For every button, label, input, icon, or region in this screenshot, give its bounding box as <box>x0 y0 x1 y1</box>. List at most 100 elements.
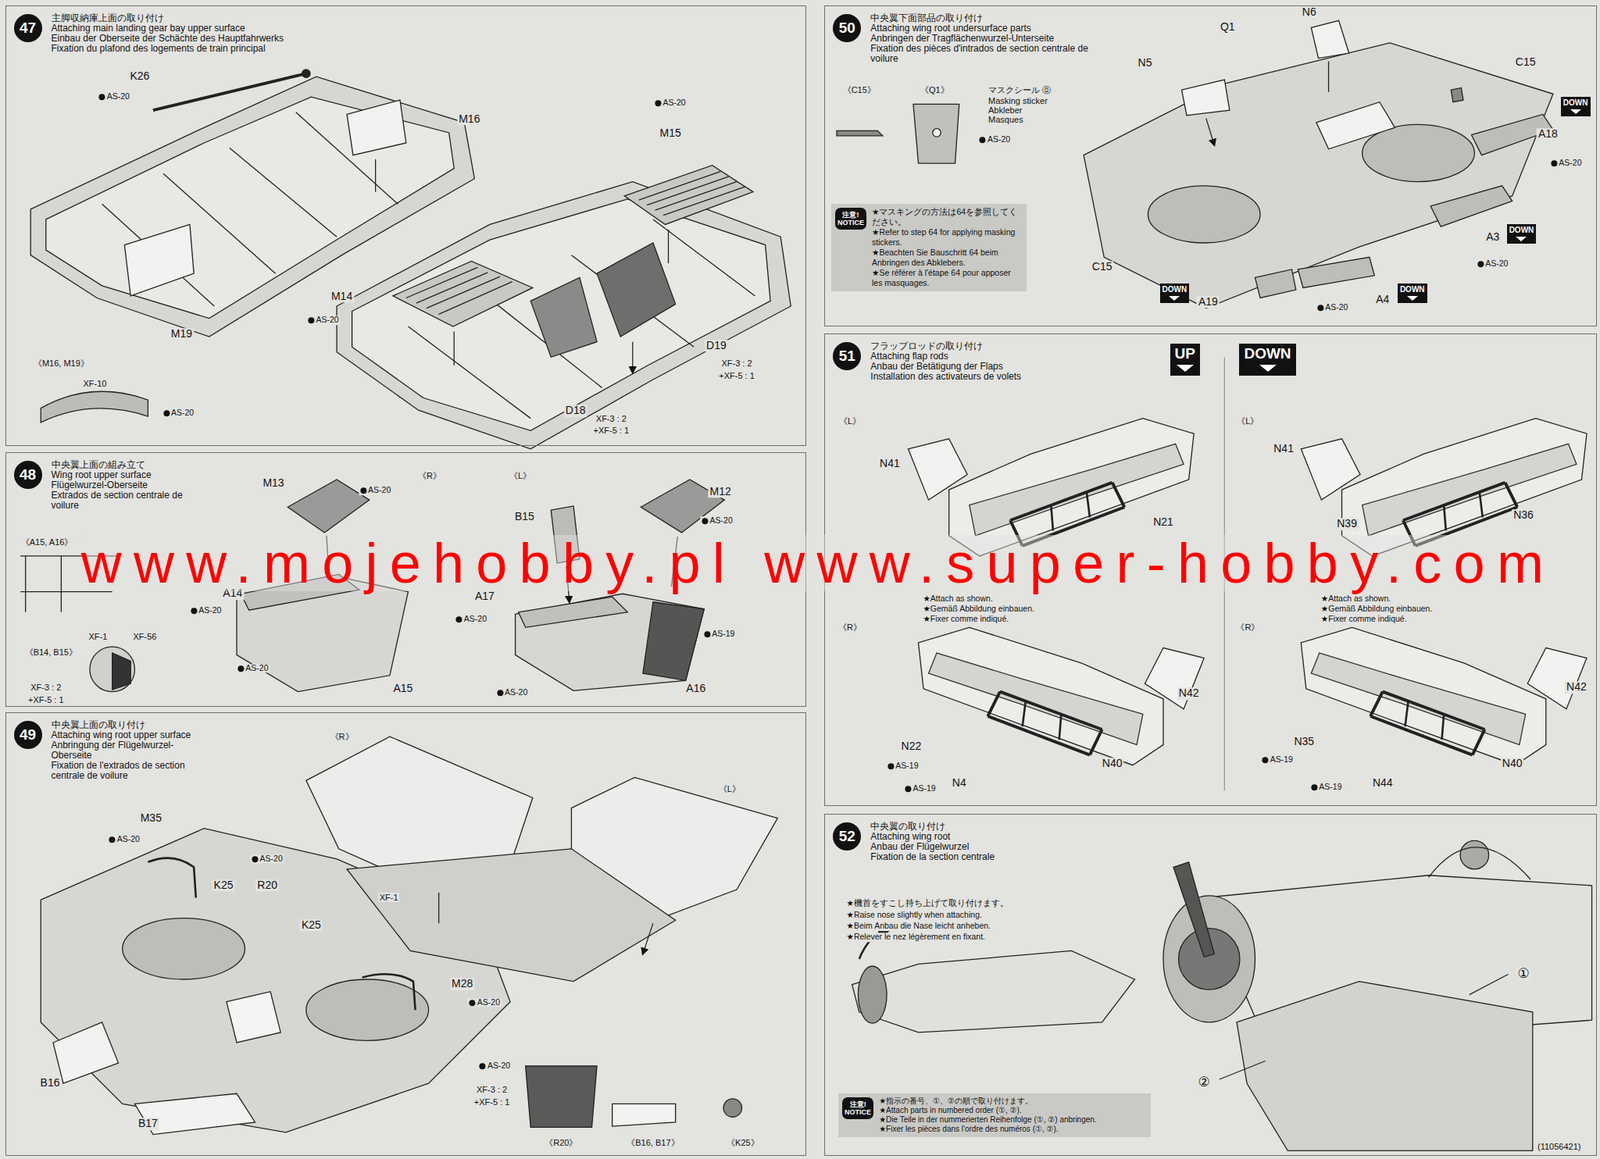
small-note: 《Q1》 <box>918 85 951 95</box>
part-number: N44 <box>1371 777 1395 790</box>
small-note: 《R》 <box>416 471 443 481</box>
paint-code: AS-19 <box>885 761 920 772</box>
small-note: (11056421) <box>1535 1142 1583 1152</box>
part-number: K25 <box>212 879 236 892</box>
paint-code: AS-20 <box>161 408 196 418</box>
step-title: Attaching wing root undersurface parts <box>870 23 1090 34</box>
instruction-note: ★Attach as shown. <box>1319 594 1393 604</box>
step-title: 中央翼上面の組み立て <box>51 460 189 471</box>
instruction-note: ★Beim Anbau die Nase leicht anheben. <box>844 921 993 932</box>
step-title: Attaching wing root <box>870 832 1050 843</box>
small-note: XF-3 : 2 <box>28 682 63 693</box>
part-outline <box>612 1103 676 1127</box>
part-outline <box>1206 60 1329 145</box>
part-number: A4 <box>1374 293 1391 306</box>
small-note: XF-56 <box>131 632 158 642</box>
paint-code: AS-20 <box>235 664 270 674</box>
paint-code: AS-19 <box>1260 755 1295 765</box>
part-number: M13 <box>260 477 286 490</box>
step-title: Fixation de l'extrados de section centra… <box>51 760 208 782</box>
step-number: 48 <box>14 460 43 490</box>
small-note: XF-10 <box>81 378 108 389</box>
part-outline <box>1255 269 1297 299</box>
part-outline <box>40 391 148 423</box>
paint-code: AS-20 <box>978 135 1012 145</box>
step-title: Attaching wing root upper surface <box>51 730 208 741</box>
small-note: +XF-5 : 1 <box>717 371 757 381</box>
flap-assembly <box>1300 627 1587 765</box>
part-recess <box>122 918 246 980</box>
part-recess <box>857 966 887 1024</box>
paint-code: AS-20 <box>358 485 393 496</box>
small-note: Abkleber <box>986 105 1024 115</box>
part-circle <box>89 646 135 692</box>
part-number: M28 <box>450 978 475 991</box>
step-title: Anbringen der Tragflächenwurzel-Untersei… <box>870 33 1090 44</box>
part-outline <box>362 974 416 1011</box>
badge-text: DOWN <box>1509 225 1535 235</box>
notice-text: ★Attach parts in numbered order (①, ②). <box>878 1106 1147 1116</box>
part-number: A16 <box>684 682 708 695</box>
part-number: N40 <box>1500 758 1525 771</box>
part-outline <box>596 242 676 337</box>
part-group <box>20 20 1592 1151</box>
paint-code: AS-19 <box>903 784 938 794</box>
part-outline <box>836 130 883 136</box>
step-title: Wing root upper surface <box>51 470 189 481</box>
badge-text: DOWN <box>1400 285 1425 294</box>
part-number: D19 <box>704 339 729 352</box>
paint-code: AS-20 <box>454 614 489 625</box>
part-number: A19 <box>1196 296 1220 308</box>
step-heading: 中央翼の取り付けAttaching wing rootAnbau der Flü… <box>870 821 1050 863</box>
part-outline <box>147 858 196 899</box>
part-number: A3 <box>1484 232 1501 244</box>
part-number: N6 <box>1300 6 1318 18</box>
direction-badge: DOWN <box>1507 224 1537 244</box>
part-outline <box>439 892 654 954</box>
small-note: 《B16, B17》 <box>625 1138 681 1148</box>
part-outline <box>1316 102 1396 150</box>
direction-badge: UP <box>1170 343 1200 376</box>
paint-code: AS-20 <box>1549 158 1583 168</box>
part-outline <box>53 1022 119 1084</box>
direction-badge: DOWN <box>1239 343 1296 376</box>
part-number: M19 <box>169 328 194 341</box>
step-panel: 47 主脚収納庫上面の取り付けAttaching main landing gea… <box>5 5 807 447</box>
part-outline <box>346 849 676 983</box>
part-number: M14 <box>329 290 354 303</box>
small-note: XF-3 : 2 <box>719 358 754 368</box>
small-note: +XF-5 : 1 <box>592 425 632 436</box>
paint-code: AS-20 <box>97 92 132 102</box>
notice-badge: 注意! NOTICE <box>835 207 867 230</box>
part-outline <box>1310 20 1349 58</box>
step-heading: 主脚収納庫上面の取り付けAttaching main landing gear … <box>51 13 333 54</box>
part-number: N4 <box>950 777 968 790</box>
paint-code: AS-19 <box>702 630 736 640</box>
step-title: Flügelwurzel-Oberseite <box>51 480 189 491</box>
badge-text: DOWN <box>1162 285 1188 294</box>
part-number: N36 <box>1511 509 1536 522</box>
step-heading: フラップロッドの取り付けAttaching flap rodsAnbau der… <box>870 341 1050 383</box>
notice-text: ★マスキングの方法は64を参照してください。 <box>871 207 1022 228</box>
badge-text: DOWN <box>1243 346 1291 362</box>
paint-code: AS-20 <box>306 315 340 325</box>
step-title: Attaching main landing gear bay upper su… <box>51 23 333 34</box>
paint-code: AS-20 <box>250 854 285 865</box>
direction-badge: DOWN <box>1160 283 1190 304</box>
part-number: R20 <box>255 879 279 892</box>
instruction-note: ★Fixer comme indiqué. <box>921 614 1011 625</box>
watermark: www.mojehobby.pl www.super-hobby.com <box>81 535 1556 592</box>
paint-code: AS-20 <box>107 835 142 845</box>
part-circle <box>723 1099 743 1118</box>
guide-line <box>153 73 307 111</box>
part-outline <box>642 602 704 682</box>
notice-text: ★Die Teile in der nummerierten Reihenfol… <box>878 1115 1147 1125</box>
part-outline <box>124 224 194 296</box>
notice-badge: 注意! NOTICE <box>842 1097 874 1120</box>
part-outline <box>226 992 281 1043</box>
step-number: 47 <box>14 14 43 43</box>
step-title: 中央翼上面の取り付け <box>51 720 208 731</box>
part-outline <box>530 277 597 358</box>
callout-number: ① <box>1515 967 1531 983</box>
instruction-note: ★Gemäß Abbildung einbauen. <box>1319 604 1435 615</box>
